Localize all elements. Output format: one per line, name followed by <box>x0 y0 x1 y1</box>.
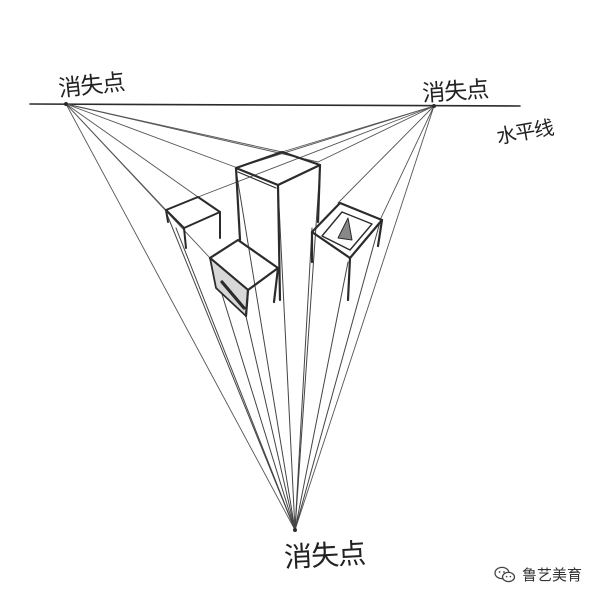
label-vanishing-point-right: 消失点 <box>421 76 490 108</box>
wechat-icon <box>494 566 516 582</box>
front-block <box>208 238 280 318</box>
label-vanishing-point-left: 消失点 <box>57 69 126 103</box>
left-block <box>165 196 221 249</box>
construction-lines-left-vp <box>65 103 319 531</box>
watermark: 鲁艺美育 <box>494 564 582 585</box>
horizon-line <box>29 103 521 107</box>
bottom-vanishing-point <box>293 528 297 532</box>
construction-lines-bottom-vp <box>165 167 381 531</box>
left-vanishing-point <box>64 102 68 106</box>
right-hollow-block <box>310 201 384 302</box>
construction-lines-right-vp <box>197 105 435 531</box>
right-vanishing-point <box>432 104 436 108</box>
central-tower <box>234 150 322 302</box>
watermark-text: 鲁艺美育 <box>521 566 582 584</box>
label-vanishing-point-bottom: 消失点 <box>283 536 366 575</box>
